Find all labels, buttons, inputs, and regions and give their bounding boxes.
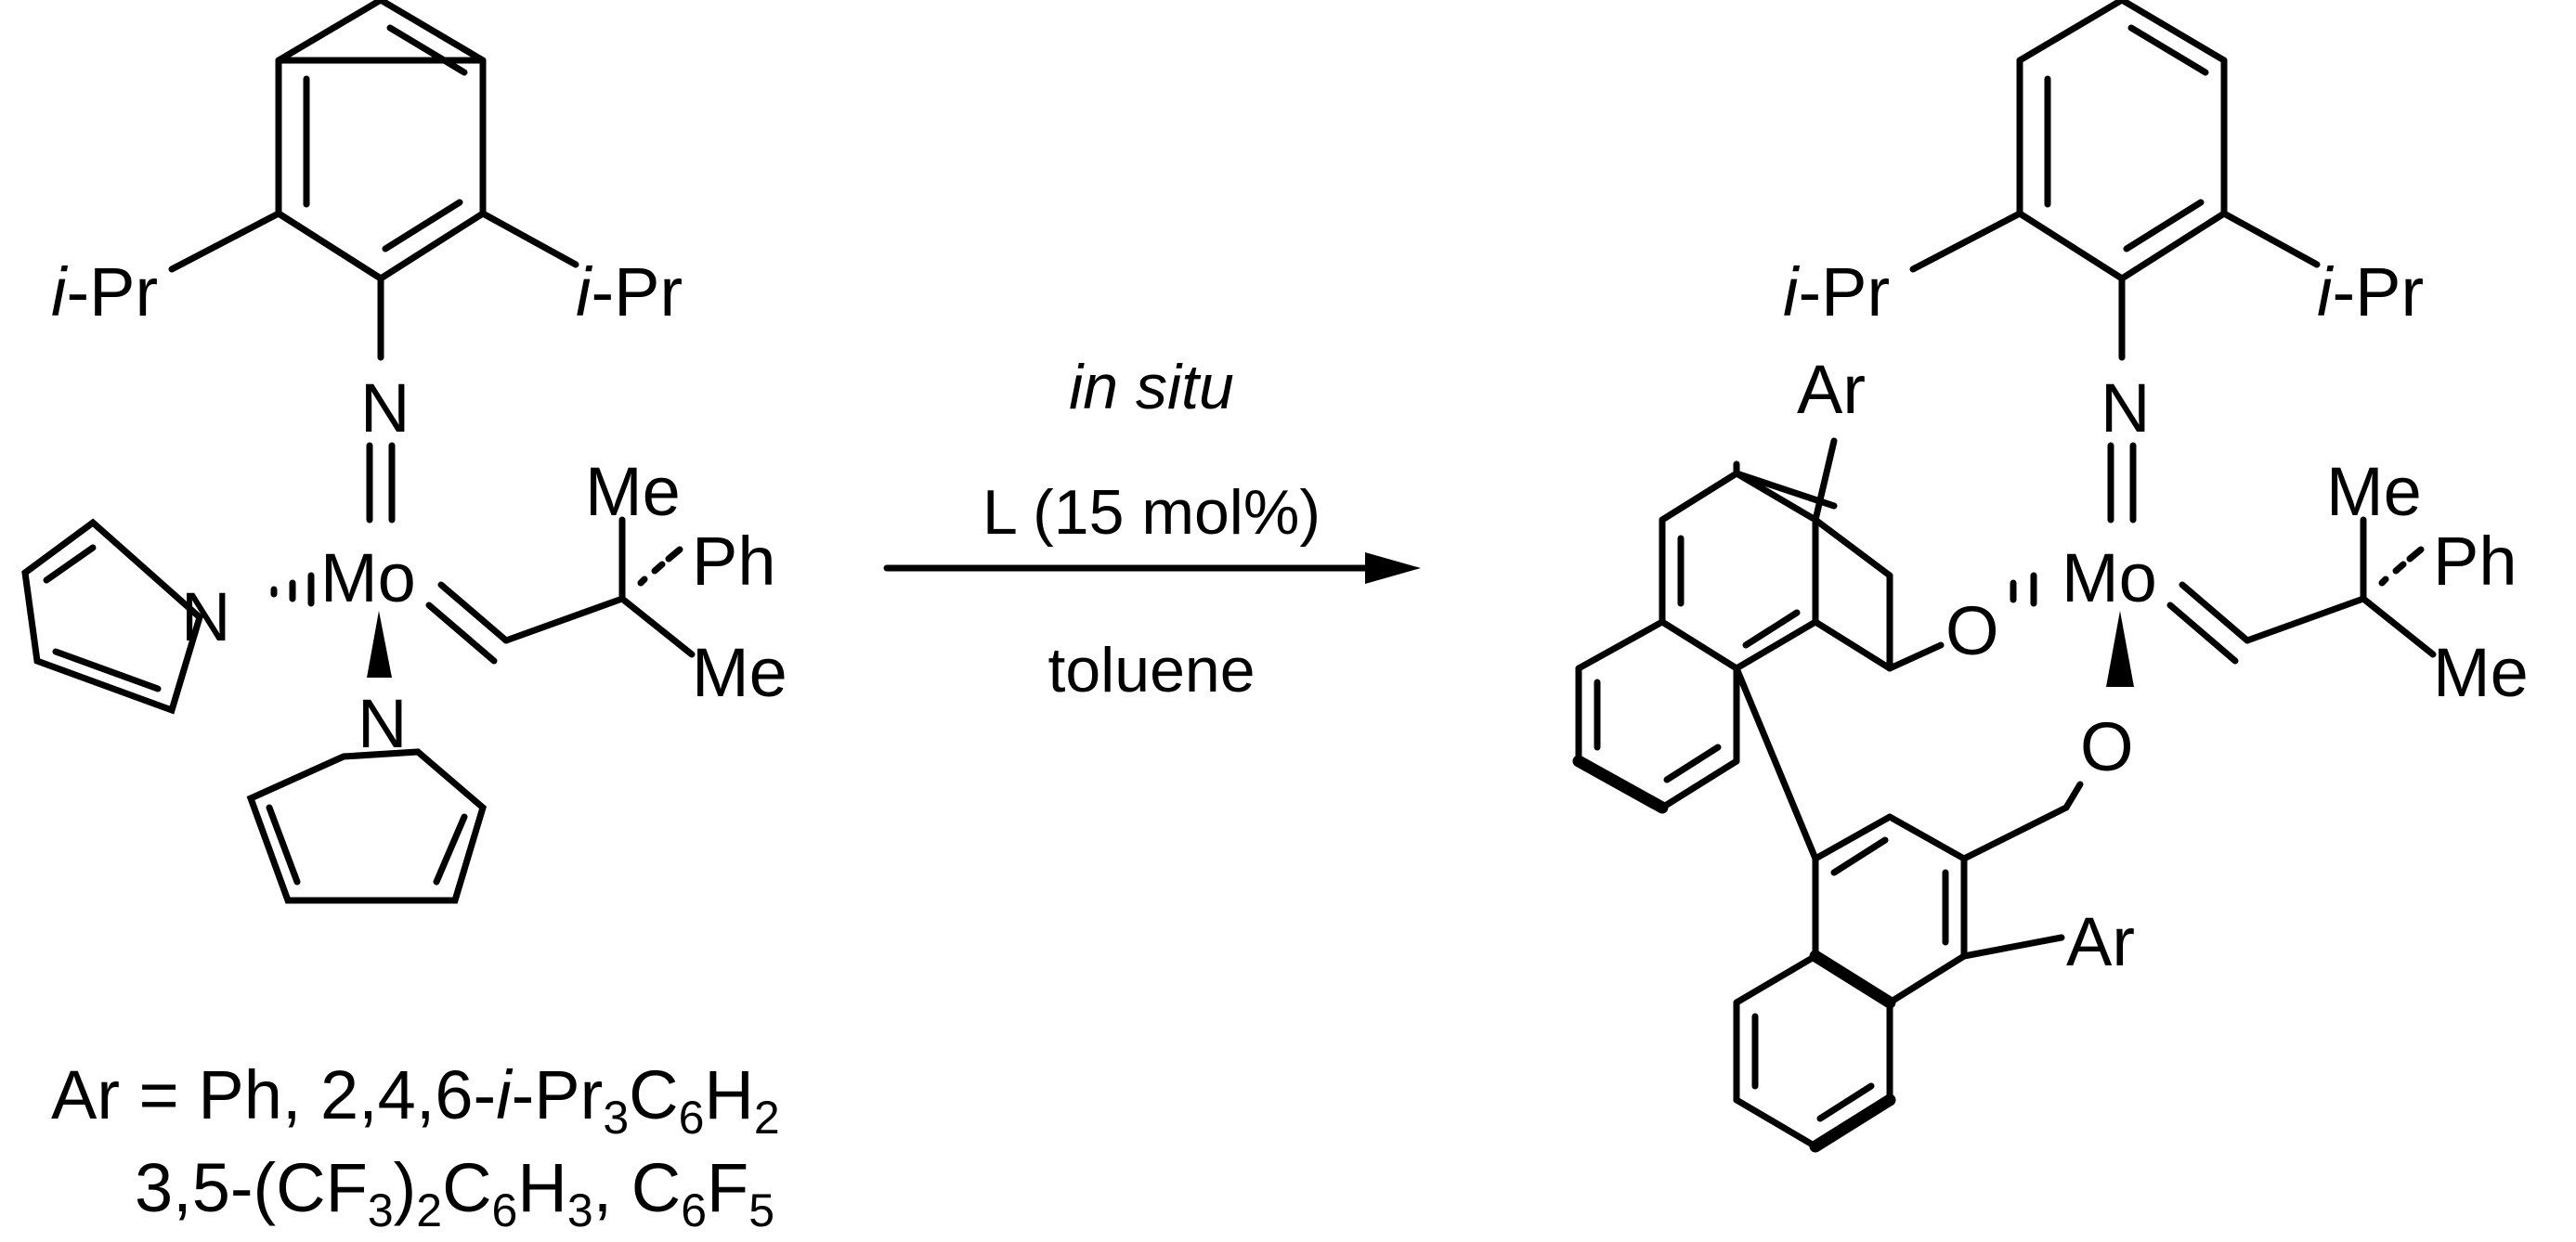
reactant-n-pyrrole-bottom: N <box>358 685 407 762</box>
reactant-alkylidene <box>425 516 696 665</box>
reactant-n-pyrrole-left: N <box>181 578 230 655</box>
product-ipr-left: i-Pr <box>1783 253 1890 330</box>
product-ph: Ph <box>2433 523 2517 600</box>
product-naphthyl-lower <box>1733 665 2084 1153</box>
reactant-me-bottom: Me <box>692 634 787 711</box>
bond-ring-ipr-left <box>168 210 282 273</box>
condition-in-situ: in situ <box>1069 352 1234 422</box>
reactant-mo: Mo <box>320 539 416 616</box>
ar-definition-line1: Ar = Ph, 2,4,6-i-Pr3C6H2 <box>51 1056 780 1144</box>
product-bond-ring-ipr-left <box>1909 210 2023 273</box>
reactant-pyrrole-left <box>21 518 203 715</box>
wedge-bond-mo-o-bottom <box>2106 611 2134 687</box>
product-me-top: Me <box>2326 453 2422 530</box>
product-me-bottom: Me <box>2433 634 2529 711</box>
product-bond-ring-ipr-right <box>2220 210 2321 268</box>
product-naphthyl-upper <box>1572 437 1945 814</box>
condition-catalyst-loading: L (15 mol%) <box>982 477 1321 548</box>
product-aryl-ring <box>2016 0 2228 282</box>
reactant-ph: Ph <box>692 523 776 600</box>
hash-bond-n-mo-left <box>270 572 315 607</box>
product-o-left: O <box>1945 592 1999 669</box>
reactant-ipr-right: i-Pr <box>576 253 683 330</box>
product-ar-bottom: Ar <box>2066 903 2135 980</box>
product-ar-top: Ar <box>1797 351 1866 428</box>
product-n-imido: N <box>2101 369 2150 446</box>
product-molecule: i-Pr i-Pr N Mo O O <box>1572 0 2529 1153</box>
wedge-bond-mo-n-bottom <box>367 611 392 678</box>
product-o-bottom: O <box>2080 708 2134 785</box>
reactant-molecule: i-Pr i-Pr N Mo N N <box>21 0 787 904</box>
hash-bond-mo-o-left <box>2010 572 2037 607</box>
reactant-aryl-ring <box>275 0 487 282</box>
product-alkylidene <box>2166 516 2437 665</box>
bond-ring-ipr-right <box>479 210 579 268</box>
condition-solvent: toluene <box>1047 635 1255 705</box>
reactant-pyrrole-bottom <box>246 748 488 904</box>
reaction-arrow <box>883 552 1421 584</box>
reactant-n-imido: N <box>360 369 410 446</box>
product-ipr-right: i-Pr <box>2317 253 2424 330</box>
ar-definition-line2: 3,5-(CF3)2C6H3, C6F5 <box>135 1149 774 1236</box>
product-mo: Mo <box>2062 539 2157 616</box>
reactant-ipr-left: i-Pr <box>51 253 158 330</box>
reactant-me-top: Me <box>585 453 681 530</box>
